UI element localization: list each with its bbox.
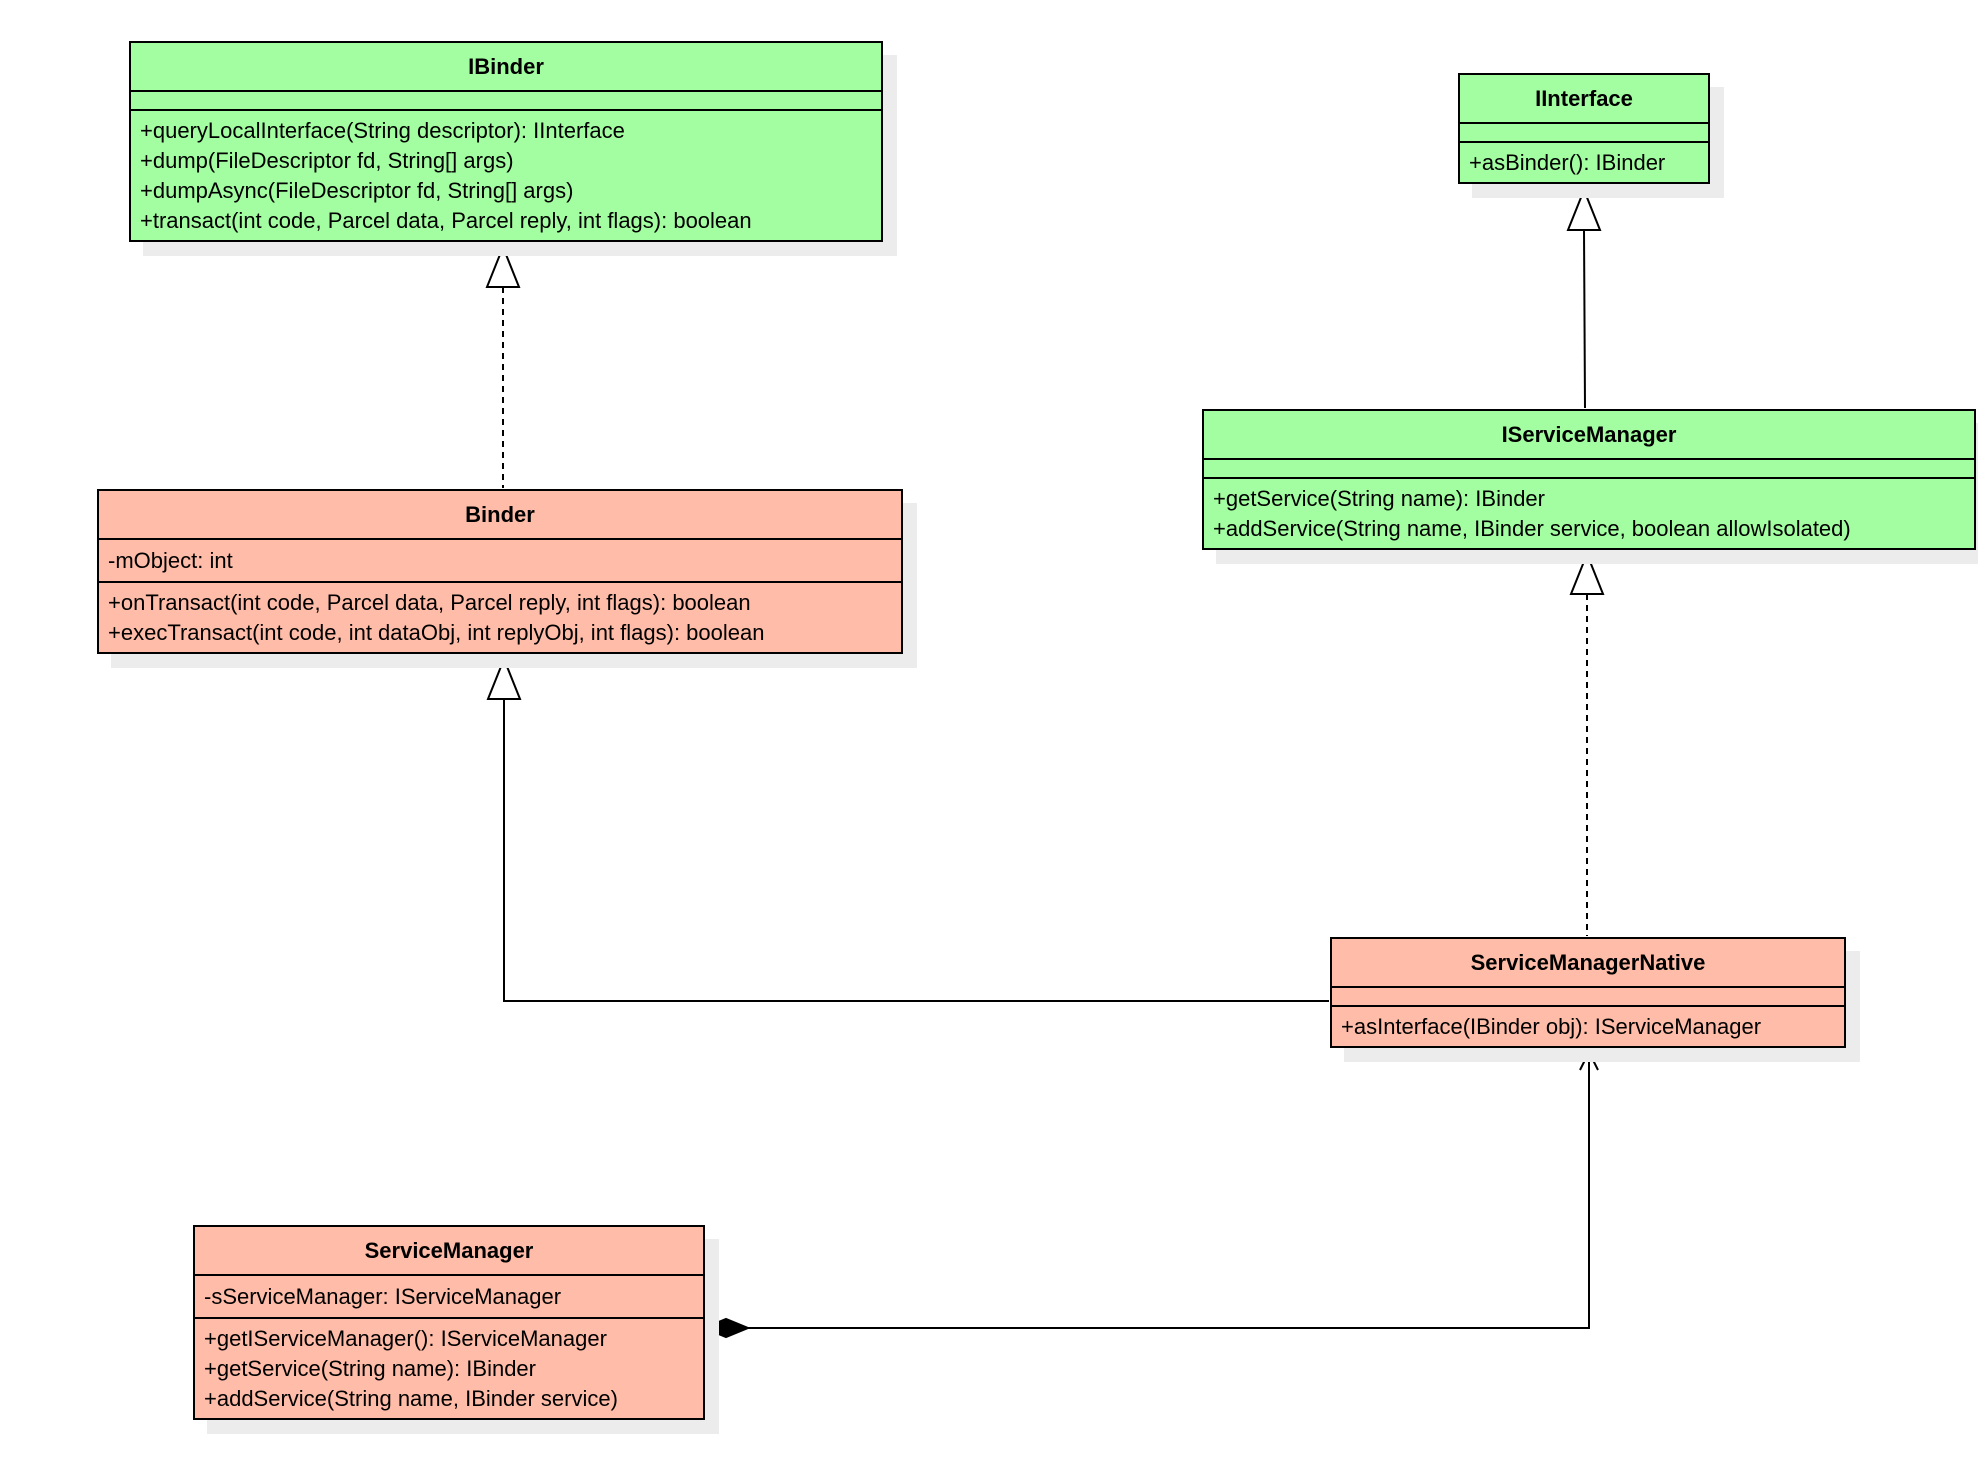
class-name: Binder: [99, 491, 901, 540]
operation: +asInterface(IBinder obj): IServiceManag…: [1341, 1014, 1762, 1039]
operations-compartment: +onTransact(int code, Parcel data, Parce…: [99, 583, 901, 652]
operation: +getService(String name): IBinder: [1213, 486, 1545, 511]
class-name: IInterface: [1460, 75, 1708, 124]
attribute: -mObject: int: [108, 548, 233, 573]
iinterface-class-box[interactable]: IInterface +asBinder(): IBinder: [1458, 73, 1710, 184]
hollow-triangle-arrowhead: [485, 244, 521, 288]
binder-realizes-ibinder-edge: [485, 244, 521, 488]
operations-compartment: +queryLocalInterface(String descriptor):…: [131, 111, 881, 240]
operations-compartment: +getService(String name): IBinder +addSe…: [1204, 479, 1974, 548]
operation: +execTransact(int code, int dataObj, int…: [108, 620, 765, 645]
operation: +asBinder(): IBinder: [1469, 150, 1666, 175]
attribute: -sServiceManager: IServiceManager: [204, 1284, 562, 1309]
binder-class-box[interactable]: Binder -mObject: int +onTransact(int cod…: [97, 489, 903, 654]
operation: +getService(String name): IBinder: [204, 1356, 536, 1381]
class-name: IBinder: [131, 43, 881, 92]
attributes-compartment: -sServiceManager: IServiceManager: [195, 1276, 703, 1319]
filled-diamond-composition-icon: [701, 1317, 751, 1339]
servicemanager-composes-servicemanagernative-edge: [701, 1049, 1599, 1339]
class-name: IServiceManager: [1204, 411, 1974, 460]
operations-compartment: +getIServiceManager(): IServiceManager +…: [195, 1319, 703, 1418]
iservicemanager-class-box[interactable]: IServiceManager +getService(String name)…: [1202, 409, 1976, 550]
servicemanagernative-class-box[interactable]: ServiceManagerNative +asInterface(IBinde…: [1330, 937, 1846, 1048]
attributes-compartment: [1460, 124, 1708, 143]
operations-compartment: +asInterface(IBinder obj): IServiceManag…: [1332, 1007, 1844, 1046]
operation: +addService(String name, IBinder service…: [204, 1386, 618, 1411]
iservicemanager-extends-iinterface-edge: [1566, 187, 1602, 409]
hollow-triangle-arrowhead: [1569, 551, 1605, 595]
operation: +getIServiceManager(): IServiceManager: [204, 1326, 607, 1351]
attributes-compartment: [131, 92, 881, 111]
hollow-triangle-arrowhead: [1566, 187, 1602, 231]
hollow-triangle-arrowhead: [486, 656, 522, 700]
operation: +transact(int code, Parcel data, Parcel …: [140, 208, 752, 233]
operation: +queryLocalInterface(String descriptor):…: [140, 118, 625, 143]
servicemanagernative-extends-binder-edge: [486, 656, 1329, 1002]
servicemanagernative-realizes-iservicemanager-edge: [1569, 551, 1605, 936]
operation: +dumpAsync(FileDescriptor fd, String[] a…: [140, 178, 574, 203]
attributes-compartment: [1204, 460, 1974, 479]
attributes-compartment: [1332, 988, 1844, 1007]
operation: +onTransact(int code, Parcel data, Parce…: [108, 590, 751, 615]
servicemanager-class-box[interactable]: ServiceManager -sServiceManager: IServic…: [193, 1225, 705, 1420]
operation: +addService(String name, IBinder service…: [1213, 516, 1851, 541]
attributes-compartment: -mObject: int: [99, 540, 901, 583]
open-arrowhead-icon: [1579, 1049, 1599, 1071]
class-name: ServiceManagerNative: [1332, 939, 1844, 988]
class-name: ServiceManager: [195, 1227, 703, 1276]
operations-compartment: +asBinder(): IBinder: [1460, 143, 1708, 182]
operation: +dump(FileDescriptor fd, String[] args): [140, 148, 514, 173]
ibinder-class-box[interactable]: IBinder +queryLocalInterface(String desc…: [129, 41, 883, 242]
